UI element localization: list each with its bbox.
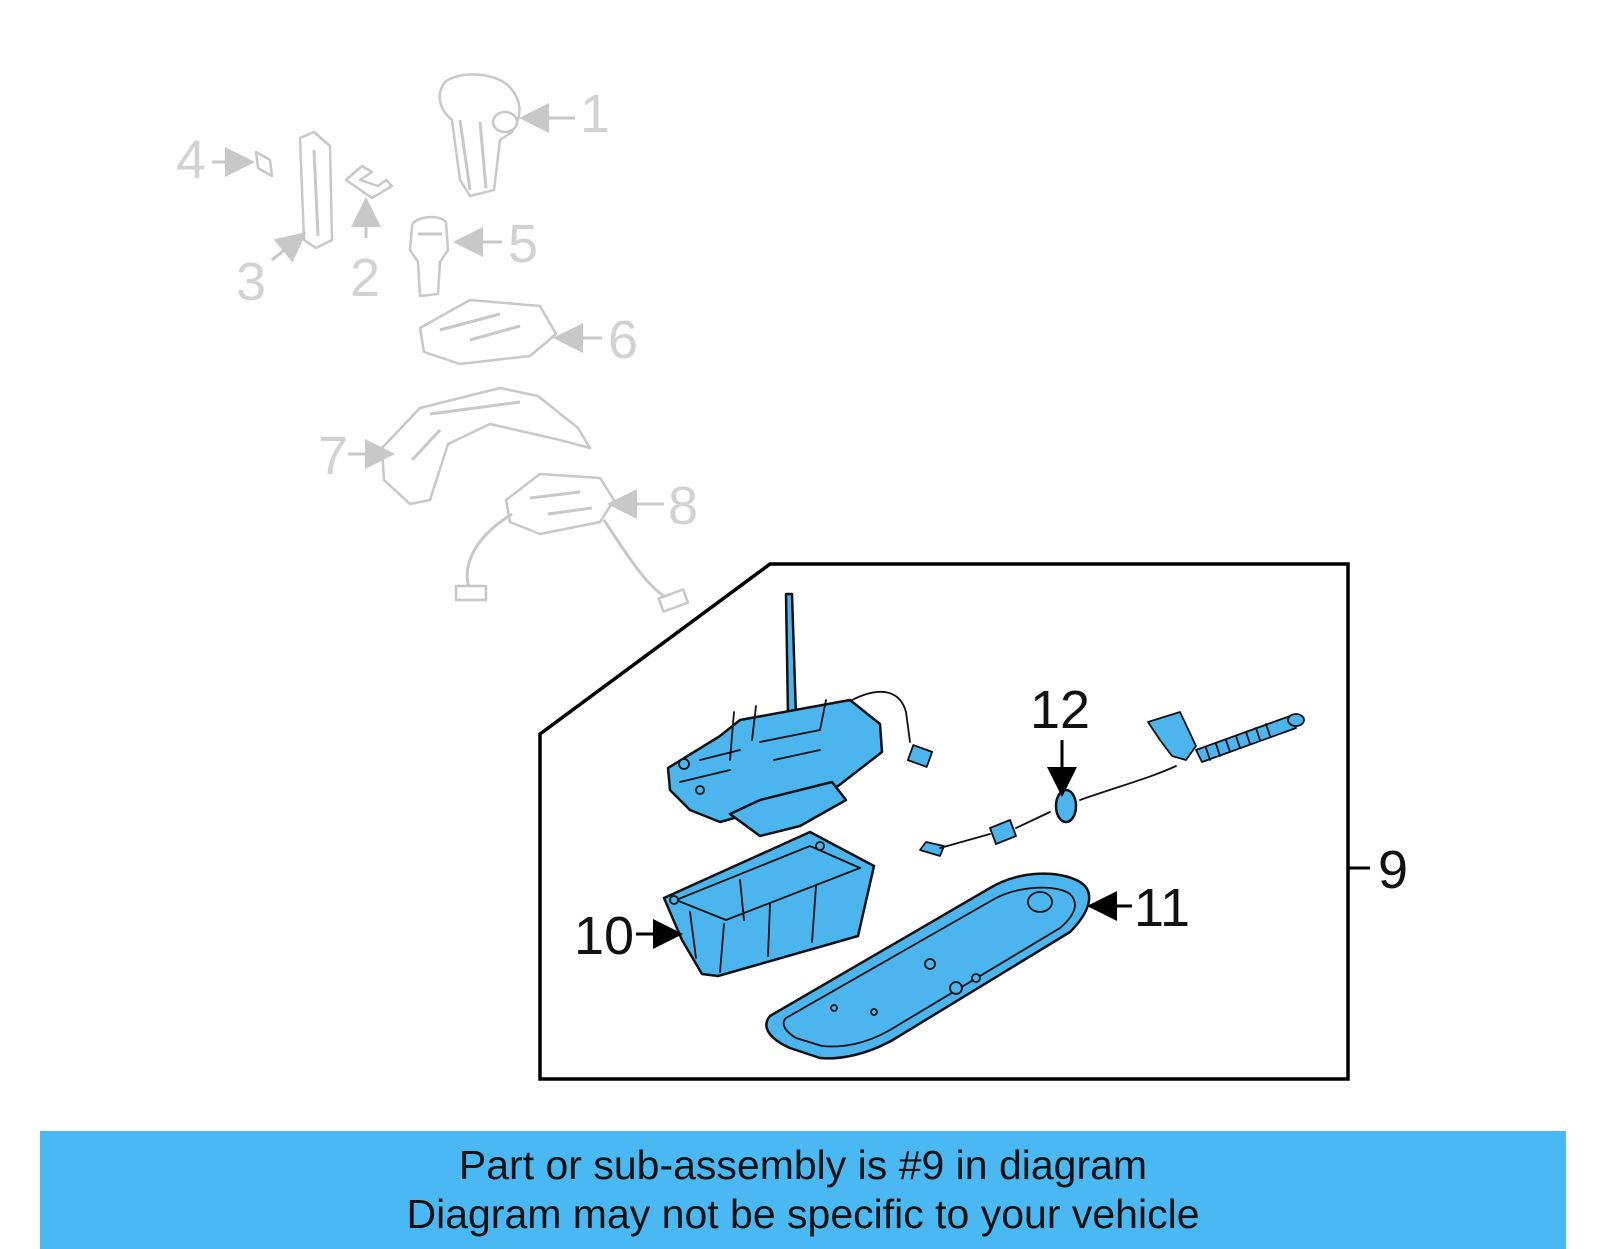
banner-line-disclaimer: Diagram may not be specific to your vehi… — [406, 1191, 1200, 1237]
part-7-console-bezel — [380, 386, 592, 506]
part-2-clip — [344, 164, 394, 200]
info-banner: Part or sub-assembly is #9 in diagram Di… — [40, 1131, 1566, 1249]
part-3-trim-strip — [298, 130, 334, 250]
callout-8: 8 — [668, 476, 698, 536]
callout-1: 1 — [580, 84, 610, 144]
part-11-plate — [765, 872, 1091, 1060]
part-10-housing — [662, 830, 876, 978]
part-1-shift-knob — [438, 73, 521, 198]
assembly-9-box — [538, 562, 1350, 1081]
part-8-bracket — [454, 472, 690, 613]
callout-2: 2 — [350, 248, 380, 308]
callout-7: 7 — [318, 426, 348, 486]
callout-12: 12 — [1030, 680, 1090, 740]
callout-10: 10 — [574, 906, 634, 966]
banner-line-part-number: Part or sub-assembly is #9 in diagram — [458, 1142, 1148, 1188]
callout-11: 11 — [1134, 878, 1190, 938]
callout-6: 6 — [608, 310, 638, 370]
callout-5: 5 — [508, 214, 538, 274]
part-6-indicator-plate — [418, 298, 558, 366]
part-5-knob-insert — [408, 215, 450, 298]
callout-3-leader — [271, 232, 307, 263]
part-12-shift-cable — [919, 711, 1305, 857]
callout-9: 9 — [1378, 840, 1408, 900]
callout-4: 4 — [176, 130, 206, 190]
callout-3: 3 — [236, 252, 266, 312]
part-9-shifter-mechanism — [666, 592, 934, 838]
part-4-small-clip — [254, 150, 274, 178]
